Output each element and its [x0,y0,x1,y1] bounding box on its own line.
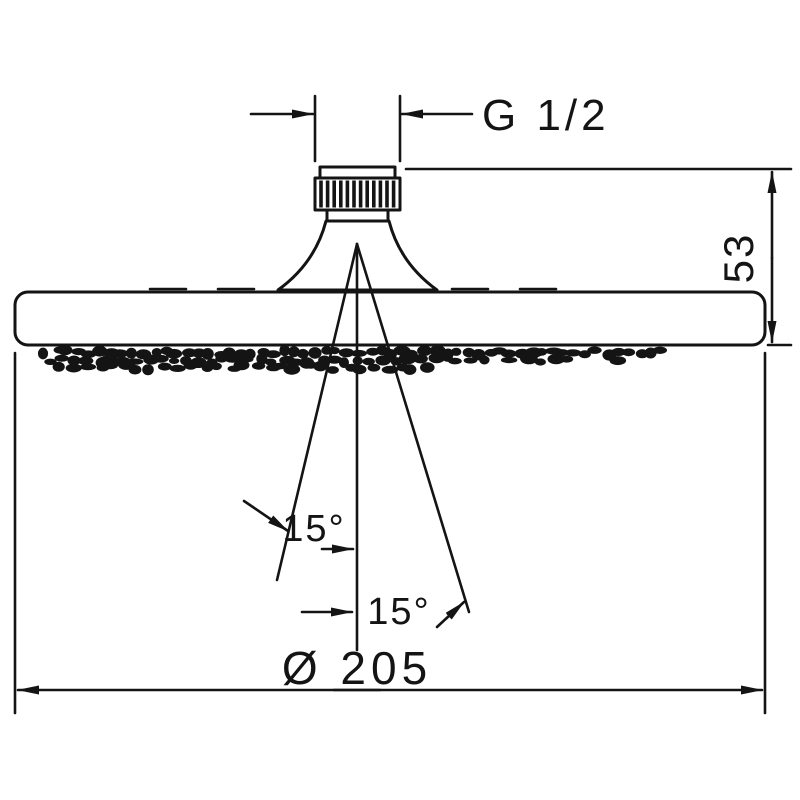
nozzle-blob [611,347,626,357]
nozzle-blob [398,352,417,365]
spray-line-left [275,242,359,582]
nozzle-blob [157,362,172,371]
connector-cap [318,165,397,180]
nozzle-blob [183,360,198,370]
nozzle-blob [297,348,309,359]
nozzle-blob [500,349,517,358]
nozzle-blob [338,357,349,368]
diameter-dimension-label: Ø 205 [282,642,432,694]
nozzle-blob [413,354,428,364]
nozzle-blob [326,366,339,374]
spray-line-right [355,242,471,614]
nozzle-blob [283,364,301,375]
nozzle-blob [67,355,81,366]
nozzle-blob [367,363,381,372]
nozzle-blob [352,364,367,375]
nozzle-blob [479,355,490,365]
nozzle-blob [587,346,602,354]
nozzle-blob [350,349,367,357]
nozzle-blob [80,350,96,359]
nozzle-blob [251,362,266,370]
nozzle-blob [321,346,333,355]
nozzle-blob [403,364,417,375]
nozzle-blob [420,362,435,373]
nozzle-blob [223,354,242,363]
thread-dimension-label: G 1/2 [482,91,610,140]
nozzle-blob [338,348,354,358]
nozzle-blob [417,345,432,356]
nozzle-blob [272,362,287,370]
nozzle-blob [428,352,445,364]
spray-angle-left-label: 15° [282,508,345,550]
nozzle-blob [500,357,518,364]
nozzle-blob [520,352,538,365]
nozzle-blob [313,361,328,372]
nozzle-blob [233,360,250,371]
spray-nozzles [37,344,668,376]
nozzle-blob [125,347,137,359]
nozzle-blob [77,356,94,365]
angle-leader-left [242,499,290,533]
nozzle-blob [256,353,268,365]
nozzle-blob [44,358,57,365]
nozzle-blob [151,348,162,357]
nozzle-blob [92,345,108,357]
nozzle-blob [287,346,300,358]
nozzle-blob [279,344,290,357]
nozzle-blob [375,355,391,366]
nozzle-blob [448,357,462,365]
nozzle-blob [65,363,82,373]
nozzle-blob [152,354,169,363]
angle-leader-right [435,600,466,629]
nozzle-blob [79,363,97,371]
nozzle-blob [54,354,69,362]
nozzle-blob [609,356,627,366]
nozzle-blob [201,348,214,360]
nozzle-blob [128,364,142,375]
nozzle-blob [165,348,183,359]
nozzle-blob [463,357,478,364]
nozzle-blob [52,361,65,372]
nozzle-blob [451,347,462,356]
nozzle-blob [560,355,574,363]
nozzle-blob [308,347,322,359]
connector-neck [325,208,390,223]
nozzle-blob [264,358,277,366]
height-dimension-label: 53 [715,233,762,284]
nozzle-blob [547,353,565,365]
nozzle-blob [201,363,214,373]
head-disc [13,290,767,347]
nozzle-blob [169,364,186,372]
nozzle-blob [37,347,49,360]
nozzle-blob [101,354,118,365]
nozzle-blob [564,349,582,357]
nozzle-blob [652,346,668,354]
nozzle-blob [578,350,591,359]
nozzle-blob [215,354,228,363]
nozzle-blob [362,357,375,366]
nozzle-blob [57,345,73,356]
spray-angle-right-label: 15° [367,591,430,633]
nozzle-blob [142,364,154,376]
nozzle-blob [168,357,180,364]
nozzle-blob [535,348,548,356]
nozzle-blob [102,361,118,370]
nozzle-blob [622,348,636,357]
knurl-lines [319,180,396,208]
nozzle-blob [210,362,222,371]
nozzle-blob [265,350,281,359]
nozzle-blob [534,358,547,366]
